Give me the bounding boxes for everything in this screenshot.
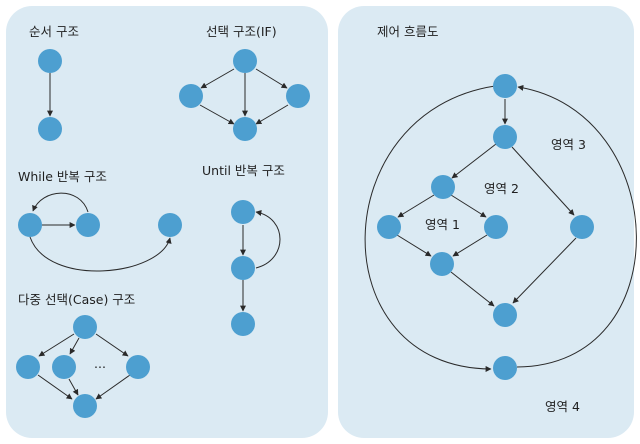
- cfg-edge: [396, 234, 432, 257]
- case-edge: [95, 374, 131, 400]
- case-ellipsis: ...: [94, 356, 106, 371]
- cfg-node-1: [493, 74, 517, 98]
- cfg-node-2: [493, 125, 517, 149]
- cfg-edge: [450, 194, 487, 218]
- case-structure-title: 다중 선택(Case) 구조: [18, 292, 136, 307]
- case-edge: [95, 333, 129, 357]
- sequence-node-1: [38, 49, 62, 73]
- case-edge: [68, 378, 79, 396]
- cfg-node-5: [484, 215, 508, 239]
- case-structure: [16, 315, 150, 418]
- selection-node-top: [233, 49, 257, 73]
- until-structure-title: Until 반복 구조: [202, 163, 285, 178]
- selection-edge: [200, 68, 235, 89]
- control-flow-graph: [364, 74, 637, 380]
- cfg-node-6: [570, 215, 594, 239]
- selection-structure-title: 선택 구조(IF): [206, 24, 277, 39]
- while-node-2: [76, 213, 100, 237]
- cfg-edge: [452, 234, 488, 257]
- cfg-node-9: [493, 356, 517, 380]
- until-node-3: [231, 312, 255, 336]
- while-structure: [18, 192, 182, 272]
- selection-structure: [179, 49, 310, 141]
- until-node-2: [231, 256, 255, 280]
- until-structure: [231, 200, 281, 336]
- region-1-label: 영역 1: [425, 217, 460, 232]
- selection-edge: [255, 104, 289, 125]
- selection-edge: [199, 104, 235, 125]
- cfg-outer-right-edge: [516, 84, 637, 368]
- cfg-edge: [397, 194, 435, 218]
- while-node-3: [158, 213, 182, 237]
- selection-node-right: [286, 84, 310, 108]
- control-flow-title: 제어 흐름도: [377, 24, 439, 39]
- while-structure-title: While 반복 구조: [18, 169, 107, 184]
- cfg-node-3: [431, 175, 455, 199]
- selection-edge: [255, 68, 288, 89]
- until-node-1: [231, 200, 255, 224]
- cfg-edge: [512, 237, 577, 304]
- case-edge: [69, 337, 80, 355]
- while-loop-edge: [32, 192, 89, 213]
- sequence-node-2: [38, 117, 62, 141]
- cfg-edge: [451, 143, 497, 179]
- while-node-1: [18, 213, 42, 237]
- case-node-3: [126, 355, 150, 379]
- case-edge: [38, 333, 75, 357]
- cfg-node-8: [493, 303, 517, 327]
- until-loop-edge: [255, 210, 281, 269]
- case-node-2: [52, 355, 76, 379]
- cfg-node-7: [430, 252, 454, 276]
- case-edge: [37, 374, 73, 400]
- while-exit-edge: [29, 236, 172, 272]
- selection-node-bottom: [233, 117, 257, 141]
- case-node-1: [16, 355, 40, 379]
- case-node-bottom: [73, 394, 97, 418]
- sequence-structure: [38, 49, 62, 141]
- region-3-label: 영역 3: [551, 137, 586, 152]
- case-node-top: [73, 315, 97, 339]
- cfg-edge: [511, 146, 575, 216]
- cfg-node-4: [377, 215, 401, 239]
- selection-node-left: [179, 84, 203, 108]
- cfg-edge: [450, 271, 495, 307]
- region-2-label: 영역 2: [484, 181, 519, 196]
- region-4-label: 영역 4: [545, 399, 580, 414]
- sequence-structure-title: 순서 구조: [29, 24, 79, 39]
